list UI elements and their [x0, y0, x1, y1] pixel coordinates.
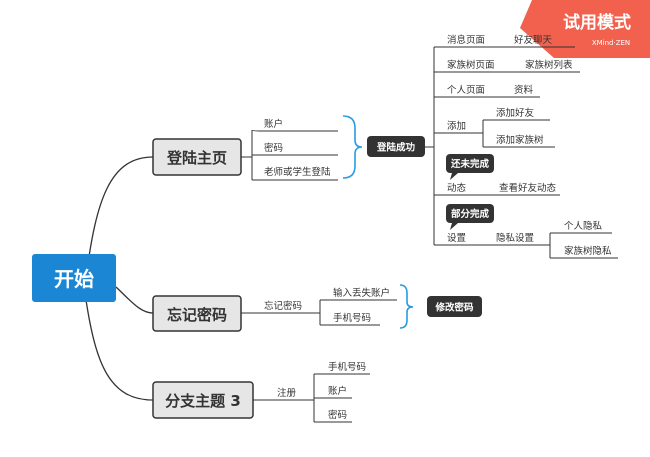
forgot-input-account[interactable]: 输入丢失账户 [333, 287, 390, 299]
register-password[interactable]: 密码 [328, 409, 347, 421]
connector-root-forgot [115, 286, 154, 314]
callout-partially-finished[interactable]: 部分完成 [446, 204, 494, 230]
privacy-family-tree[interactable]: 家族树隐私 [564, 245, 612, 257]
topic-forgot-password[interactable]: 忘记密码 [152, 295, 242, 332]
page-personal[interactable]: 个人页面 [447, 85, 485, 96]
summary-login-success[interactable]: 登陆成功 [367, 136, 425, 157]
summary-login-success-box [367, 136, 425, 157]
connector-root-login [85, 156, 154, 279]
login-item-password[interactable]: 密码 [264, 142, 283, 154]
login-summary-bracket [342, 115, 363, 179]
summary-login-success-label: 登陆成功 [376, 142, 416, 154]
register-phone[interactable]: 手机号码 [328, 361, 366, 373]
trial-badge-shape [520, 0, 650, 58]
summary-change-password-label: 修改密码 [434, 302, 474, 314]
page-add-friend[interactable]: 添加好友 [496, 107, 535, 119]
callout-partially-finished-box [446, 204, 494, 223]
callout-not-finished-box [446, 154, 494, 173]
callout-partially-finished-label: 部分完成 [451, 208, 490, 220]
branch3-lines [253, 373, 370, 423]
forgot-lines [241, 299, 397, 326]
connector-root-branch3 [85, 299, 154, 401]
trial-mode-title: 试用模式 [563, 12, 631, 33]
page-settings-privacy[interactable]: 隐私设置 [496, 232, 534, 244]
privacy-personal[interactable]: 个人隐私 [564, 220, 603, 232]
login-item-teacher-student[interactable]: 老师或学生登陆 [264, 166, 331, 178]
trial-mode-badge: 试用模式 XMind·ZEN [520, 0, 650, 58]
summary-change-password-box [427, 296, 482, 317]
register-account[interactable]: 账户 [328, 385, 347, 397]
root-topic[interactable]: 开始 [32, 254, 116, 302]
root-topic-label: 开始 [54, 267, 94, 291]
page-messages[interactable]: 消息页面 [447, 34, 485, 46]
page-add-family-tree[interactable]: 添加家族树 [496, 134, 544, 146]
forgot-item[interactable]: 忘记密码 [264, 300, 302, 312]
xmind-brand: XMind·ZEN [592, 39, 630, 47]
page-feed[interactable]: 动态 [447, 182, 467, 194]
page-settings[interactable]: 设置 [447, 233, 466, 244]
topic-login[interactable]: 登陆主页 [152, 138, 242, 176]
topic-branch-3[interactable]: 分支主题 3 [152, 381, 254, 419]
callout-not-finished-label: 还未完成 [450, 158, 490, 170]
page-messages-child[interactable]: 好友聊天 [514, 34, 553, 46]
page-add[interactable]: 添加 [447, 121, 466, 132]
login-item-account[interactable]: 账户 [264, 118, 283, 130]
root-topic-box [32, 254, 116, 302]
forgot-summary-bracket [399, 284, 414, 329]
callout-not-finished[interactable]: 还未完成 [446, 154, 494, 180]
page-personal-child[interactable]: 资料 [514, 84, 534, 96]
topic-forgot-password-label: 忘记密码 [167, 306, 227, 324]
pages-tree-lines [425, 46, 618, 259]
page-family-tree-child[interactable]: 家族树列表 [525, 59, 573, 71]
forgot-phone[interactable]: 手机号码 [333, 312, 371, 324]
main-connectors [85, 156, 154, 401]
branch3-register[interactable]: 注册 [277, 387, 297, 399]
summary-change-password[interactable]: 修改密码 [427, 296, 482, 317]
topic-login-label: 登陆主页 [166, 149, 227, 167]
page-feed-child[interactable]: 查看好友动态 [499, 182, 557, 194]
topic-branch-3-label: 分支主题 3 [165, 392, 241, 410]
page-family-tree[interactable]: 家族树页面 [447, 59, 495, 71]
login-subtopic-lines [241, 129, 338, 181]
